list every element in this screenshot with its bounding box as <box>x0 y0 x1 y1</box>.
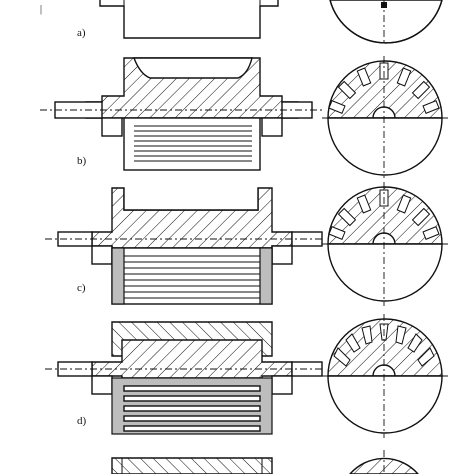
panel-b-laminations <box>134 125 252 162</box>
panel-b-label: b) <box>77 155 87 167</box>
panel-d: d) <box>45 314 448 438</box>
panel-c: c) <box>45 182 448 306</box>
panel-d-cross-section <box>322 314 448 438</box>
panel-e-cross-section <box>349 450 419 474</box>
panel-d-laminations <box>123 385 261 432</box>
panel-c-label: c) <box>77 282 86 294</box>
panel-a: a) | <box>40 0 443 44</box>
panel-b-cross-section <box>322 56 448 178</box>
panel-d-slots <box>333 323 435 367</box>
panel-e-partial <box>111 450 419 474</box>
panel-c-side-view <box>45 187 325 305</box>
panel-d-side-view <box>45 321 325 435</box>
panel-e-side-view <box>111 457 273 474</box>
panel-a-side-view <box>99 0 279 39</box>
panel-a-cross-section <box>329 0 443 44</box>
panel-c-cross-section <box>322 182 448 306</box>
panel-b-side-view <box>40 57 325 171</box>
panel-c-laminations <box>124 255 260 299</box>
panel-b: b) <box>40 56 448 178</box>
panel-a-label: a) <box>77 27 86 39</box>
panel-d-label: d) <box>77 415 87 427</box>
cropped-mark: | <box>40 4 42 15</box>
